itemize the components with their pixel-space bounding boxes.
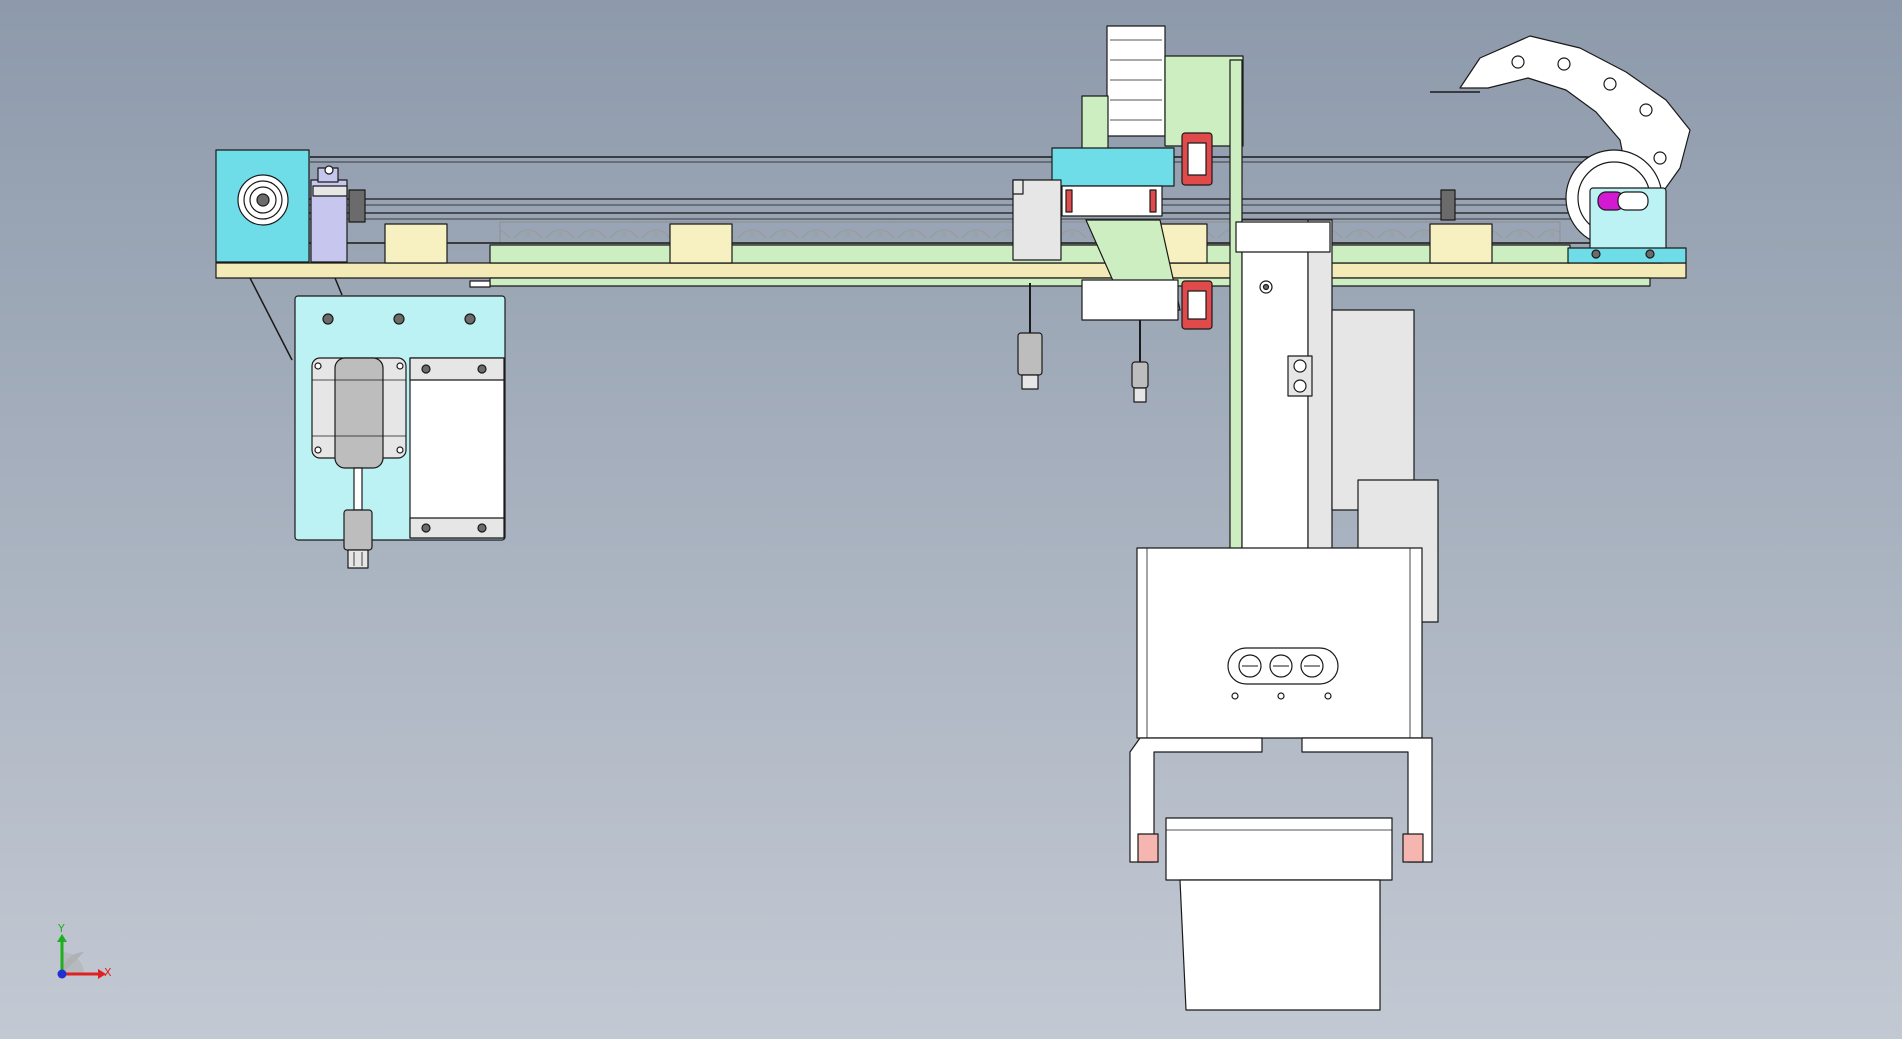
support-strut [249, 277, 293, 361]
triad-z-axis [57, 969, 67, 979]
chain-carrier-side [1081, 95, 1109, 152]
driver-box-bottom [409, 517, 505, 539]
motor-connector [343, 509, 373, 551]
motor-panel [249, 277, 506, 569]
linear-bearing-bottom-inner [1187, 290, 1207, 320]
linear-bearing-top-inner [1187, 142, 1207, 176]
carriage-block-dark-top [1012, 179, 1024, 195]
column-top-block [1235, 221, 1331, 253]
rail-plate-lower [489, 277, 1651, 287]
chain-carrier [1106, 25, 1166, 137]
gripper-body [1136, 547, 1423, 739]
jaw-pad-left [1137, 833, 1159, 863]
support-strut-2 [334, 277, 343, 296]
z-motor-box [1331, 309, 1415, 511]
carriage-lower [1061, 185, 1163, 217]
carriage-stripe [1065, 189, 1073, 213]
mount-hole-2 [393, 313, 405, 325]
mount-hole-1 [322, 313, 334, 325]
right-end-assembly [1430, 35, 1691, 264]
vertical-column [1229, 59, 1439, 623]
driver-box-top [409, 357, 505, 381]
sensor-connector-2 [1131, 361, 1149, 389]
triad-x-label: X [104, 966, 112, 979]
left-pulley-hub [256, 193, 270, 207]
orientation-triad: X Y [57, 922, 112, 979]
gripped-box [1179, 879, 1381, 1011]
triad-y-label: Y [57, 922, 65, 935]
gripper-head [1129, 547, 1433, 1011]
support-block-2 [669, 223, 733, 264]
left-end-assembly [215, 149, 491, 288]
left-pulley-ring-1 [243, 180, 283, 220]
gripped-box-lid [1165, 817, 1393, 881]
left-pulley-ring-2 [249, 186, 277, 214]
rod-clamp-left [348, 189, 366, 223]
carriage-plate [1051, 147, 1175, 187]
carriage-stripe-2 [1149, 189, 1157, 213]
sensor-connector-2-tip [1133, 387, 1147, 403]
left-bracket-bolt [324, 165, 334, 175]
gearbox-center [334, 357, 384, 469]
right-cap-body [1617, 191, 1649, 211]
carriage-block-center [1081, 279, 1179, 321]
bearing-plate [469, 280, 491, 288]
motor-shaft [353, 467, 363, 511]
motor-connector-tip [347, 549, 369, 569]
driver-box [409, 357, 505, 539]
support-block-4 [1429, 223, 1493, 264]
jaw-pad-right [1402, 833, 1424, 863]
rod-clamp-right [1440, 189, 1456, 221]
support-block-1 [384, 223, 448, 264]
base-beam [215, 262, 1687, 279]
sensor-connector-1-tip [1021, 374, 1039, 390]
left-bracket-nut [312, 185, 348, 197]
vertical-rail [1229, 59, 1243, 551]
mount-hole-3 [464, 313, 476, 325]
right-end-foot [1567, 247, 1687, 264]
sensor-connector-1 [1017, 332, 1043, 376]
